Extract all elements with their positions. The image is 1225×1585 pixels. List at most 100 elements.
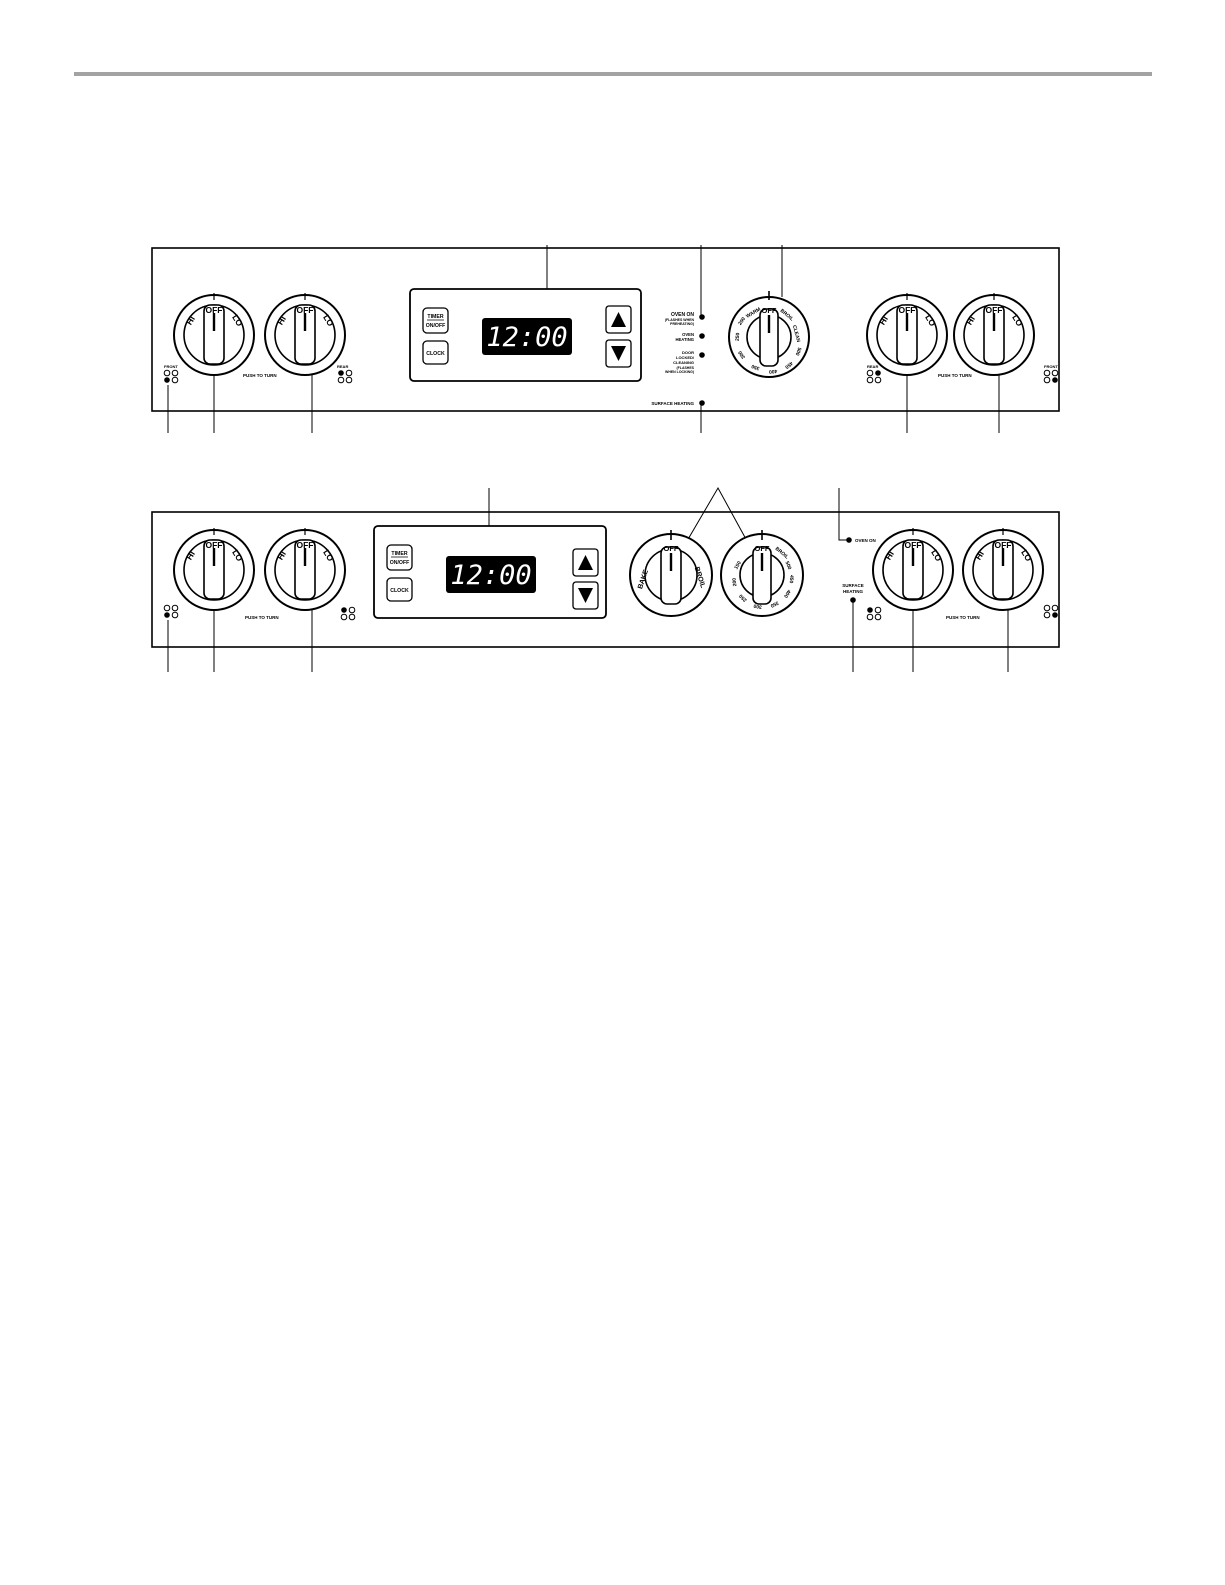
burner-knob-left-rear[interactable]: OFF HI LO — [264, 293, 346, 376]
down-arrow-icon — [611, 346, 626, 361]
timer-on-off-button[interactable]: TIMER ON/OFF — [386, 544, 413, 571]
burner-knob-right-front[interactable]: OFF HI LO — [953, 293, 1035, 376]
up-arrow-icon — [611, 312, 626, 327]
burner-off-label: OFF — [297, 305, 314, 315]
panel-b-callout-lines — [167, 486, 1009, 672]
door-label-1: DOOR — [682, 350, 694, 355]
dial-off-label: OFF — [762, 306, 777, 315]
surface-label-2: HEATING — [843, 589, 863, 594]
burner-knob-right-rear[interactable]: OFF HI LO — [872, 528, 954, 611]
burner-off-label: OFF — [986, 305, 1003, 315]
oven-on-sub2: PREHEATING) — [670, 322, 694, 326]
indicator-surface-heating: SURFACE HEATING — [651, 400, 705, 406]
position-indicator-left-rear: REAR — [337, 364, 353, 384]
dial-temp-350: 350 — [769, 599, 779, 608]
position-indicator-left-front — [163, 604, 179, 619]
door-label-3: CLEANING — [673, 360, 694, 365]
digital-display — [482, 318, 572, 355]
clock-button[interactable]: CLOCK — [386, 577, 413, 602]
clock-label: CLOCK — [390, 588, 409, 594]
oven-on-sub1: (FLASHES WHEN — [665, 318, 695, 322]
panel-a-callout-lines — [167, 245, 1000, 433]
position-indicator-right-rear — [866, 606, 882, 621]
position-indicator-left-front: FRONT — [163, 364, 178, 384]
burner-knob-right-rear[interactable]: OFF HI LO — [866, 293, 948, 376]
down-arrow-icon — [578, 588, 593, 603]
dial-temp-200: 200 — [737, 316, 747, 326]
panel-a-outline — [151, 247, 1060, 412]
dial-temp-350: 350 — [751, 363, 761, 372]
timer-on-off-button[interactable]: TIMER ON/OFF — [422, 307, 449, 334]
burner-knob-right-front[interactable]: OFF HI LO — [962, 528, 1044, 611]
panel-b-outline — [151, 511, 1060, 648]
indicator-oven-on: OVEN ON (FLASHES WHEN PREHEATING) — [665, 312, 705, 326]
burner-knob-left-front[interactable]: OFF HI LO — [173, 293, 255, 376]
dial-temp-300: 300 — [737, 349, 747, 359]
surface-heating-label: SURFACE HEATING — [651, 401, 694, 406]
dial-temp-500: 500 — [784, 561, 793, 571]
down-arrow-button[interactable] — [605, 339, 632, 368]
electronic-oven-control: TIMER ON/OFF CLOCK 12:00 — [409, 288, 642, 382]
position-label: REAR — [867, 364, 878, 369]
dial-off-label: OFF — [664, 544, 679, 553]
indicator-door-locked: DOOR LOCKED/ CLEANING (FLASHES WHEN LOCK… — [665, 350, 705, 374]
position-indicator-right-front: FRONT — [1043, 364, 1058, 384]
timer-label: TIMER — [427, 314, 443, 320]
burner-knob-left-front[interactable]: OFF HI LO — [173, 528, 255, 611]
dial-temp-200: 200 — [732, 577, 739, 586]
door-label-5: WHEN LOCKING) — [665, 370, 694, 374]
dial-temp-500: 500 — [794, 346, 803, 356]
clock-label: CLOCK — [426, 351, 445, 357]
indicator-oven-heating: OVEN HEATING — [675, 332, 705, 342]
dial-clean-label: CLEAN — [791, 325, 801, 344]
cooktop-control-panels-diagram: OFF HI LO OFF HI LO FRONT PUSH TO TURN R… — [151, 245, 1060, 672]
burner-off-label: OFF — [206, 305, 223, 315]
oven-on-label: OVEN ON — [855, 538, 876, 543]
door-label-4: (FLASHES — [677, 366, 695, 370]
surface-label-1: SURFACE — [842, 583, 864, 588]
push-to-turn-label: PUSH TO TURN — [946, 615, 980, 620]
oven-heating-label-1: OVEN — [682, 332, 694, 337]
timer-label: TIMER — [391, 551, 407, 557]
control-panel-a: OFF HI LO OFF HI LO FRONT PUSH TO TURN R… — [151, 245, 1060, 433]
on-off-label: ON/OFF — [390, 560, 410, 566]
up-arrow-button[interactable] — [605, 305, 632, 334]
oven-temperature-dial[interactable]: OFF WARM BROIL CLEAN 200 250 300 350 400… — [728, 291, 810, 378]
push-to-turn-label: PUSH TO TURN — [938, 373, 972, 378]
push-to-turn-label: PUSH TO TURN — [243, 373, 277, 378]
clock-button[interactable]: CLOCK — [422, 340, 449, 365]
display-time: 12:00 — [486, 322, 567, 353]
dial-temp-250: 250 — [735, 332, 742, 341]
position-indicator-left-rear — [340, 606, 356, 621]
dial-temp-400: 400 — [768, 368, 777, 375]
on-off-label: ON/OFF — [426, 323, 446, 329]
position-indicator-right-rear: REAR — [866, 364, 882, 384]
position-indicator-right-front — [1043, 604, 1059, 619]
oven-on-label: OVEN ON — [671, 312, 694, 318]
indicator-oven-on: OVEN ON — [846, 537, 876, 543]
indicator-surface-heating: SURFACE HEATING — [842, 583, 864, 603]
oven-temperature-dial[interactable]: OFF BROIL 150 200 250 300 350 400 450 50… — [720, 530, 804, 617]
dial-temp-450: 450 — [788, 575, 795, 584]
burner-off-label: OFF — [995, 540, 1012, 550]
burner-off-label: OFF — [206, 540, 223, 550]
burner-off-label: OFF — [297, 540, 314, 550]
oven-heating-label-2: HEATING — [675, 337, 694, 342]
display-time: 12:00 — [450, 560, 531, 591]
burner-knob-left-rear[interactable]: OFF HI LO — [264, 528, 346, 611]
position-label: REAR — [337, 364, 348, 369]
dial-temp-400: 400 — [782, 588, 791, 598]
dial-temp-150: 150 — [733, 560, 742, 570]
position-label: FRONT — [1044, 364, 1058, 369]
control-panel-b: OFF HI LO OFF HI LO PUSH TO TURN — [151, 486, 1060, 672]
burner-off-label: OFF — [899, 305, 916, 315]
dial-temp-250: 250 — [738, 592, 748, 602]
electronic-oven-control: TIMER ON/OFF CLOCK 12:00 — [373, 525, 607, 619]
dial-temp-450: 450 — [783, 360, 793, 370]
door-label-2: LOCKED/ — [676, 355, 695, 360]
dial-temp-300: 300 — [753, 602, 762, 609]
oven-select-dial[interactable]: OFF BAKE BROIL — [629, 530, 713, 617]
digital-display — [446, 556, 536, 593]
down-arrow-button[interactable] — [572, 581, 599, 610]
up-arrow-button[interactable] — [572, 548, 599, 577]
